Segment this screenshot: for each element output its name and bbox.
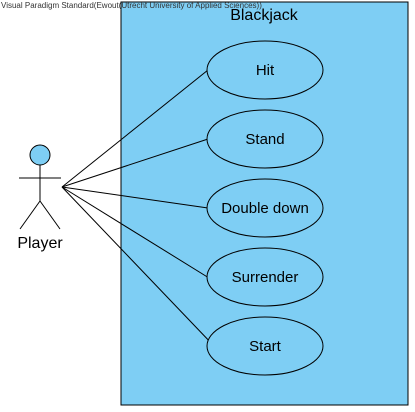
association-line <box>61 186 210 279</box>
actor-player[interactable] <box>19 144 61 230</box>
use-case-ellipse[interactable] <box>206 316 324 376</box>
association-line <box>61 186 209 209</box>
actor-head <box>29 144 51 166</box>
use-case-hit[interactable]: Hit <box>206 40 324 100</box>
use-case-label: Start <box>249 338 282 355</box>
association-line <box>61 69 209 188</box>
use-case-label: Hit <box>256 62 275 79</box>
associations <box>61 69 215 347</box>
actor-left-leg <box>19 200 41 230</box>
use-case-stand[interactable]: Stand <box>206 109 324 169</box>
use-case-ellipse[interactable] <box>206 40 324 100</box>
actor-label: Player <box>17 235 63 252</box>
use-case-start[interactable]: Start <box>206 316 324 376</box>
association-line <box>61 186 215 347</box>
use-case-ellipse[interactable] <box>206 178 324 238</box>
system-title: Blackjack <box>230 7 299 24</box>
use-case-ellipse[interactable] <box>206 109 324 169</box>
use-case-surrender[interactable]: Surrender <box>206 247 324 307</box>
use-case-label: Double down <box>221 200 309 217</box>
use-case-label: Stand <box>245 131 284 148</box>
actor-right-leg <box>39 200 61 230</box>
use-case-double-down[interactable]: Double down <box>206 178 324 238</box>
use-case-label: Surrender <box>232 269 299 286</box>
association-line <box>61 138 209 188</box>
use-case-ellipse[interactable] <box>206 247 324 307</box>
watermark-text: Visual Paradigm Standard(Ewout(Utrecht U… <box>1 1 262 10</box>
